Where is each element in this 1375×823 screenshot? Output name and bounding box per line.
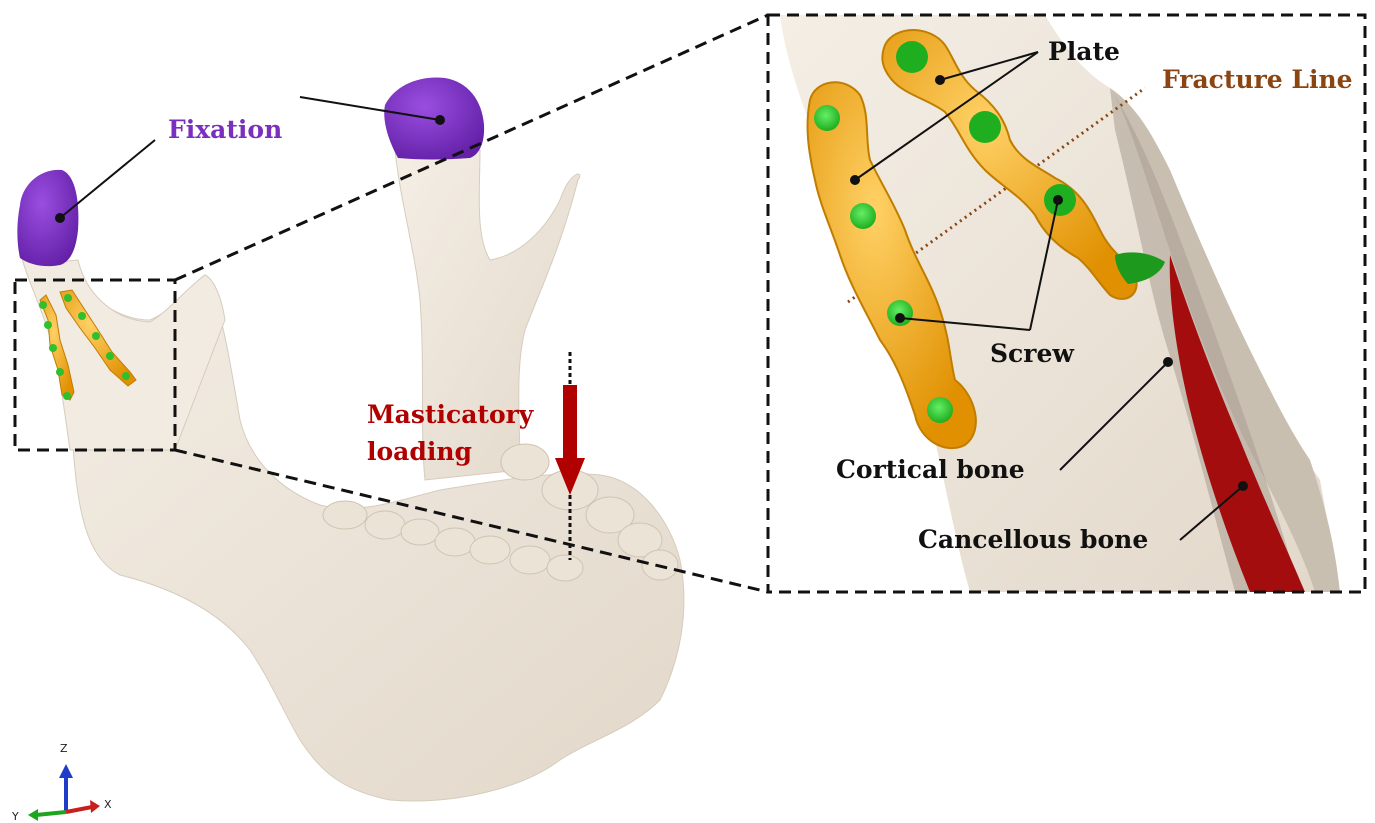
tooth (501, 444, 549, 480)
tooth (323, 501, 367, 529)
screw (64, 294, 72, 302)
screw (39, 301, 47, 309)
screw (49, 344, 57, 352)
fixation-condyle-left (17, 170, 78, 266)
label-screw: Screw (990, 339, 1075, 368)
tooth (435, 528, 475, 556)
screw (78, 312, 86, 320)
label-loading: loading (367, 437, 472, 466)
label-plate: Plate (1048, 37, 1120, 66)
axis-y-label: Y (11, 810, 19, 823)
axis-x-label: X (104, 798, 112, 811)
label-cortical-bone: Cortical bone (836, 455, 1025, 484)
screw (814, 105, 840, 131)
tooth (470, 536, 510, 564)
screw (896, 41, 928, 73)
screw (56, 368, 64, 376)
label-cancellous-bone: Cancellous bone (918, 525, 1148, 554)
screw (44, 321, 52, 329)
zoom-panel (768, 15, 1365, 592)
screw (106, 352, 114, 360)
tooth (365, 511, 405, 539)
mandible-back-ramus (395, 150, 580, 480)
screw (92, 332, 100, 340)
screw (969, 111, 1001, 143)
tooth (401, 519, 439, 545)
mandible-model (17, 77, 684, 800)
screw (122, 372, 130, 380)
tooth (547, 555, 583, 581)
screw (850, 203, 876, 229)
label-fixation: Fixation (168, 115, 282, 144)
axis-z-label: Z (60, 742, 68, 755)
axis-triad: Z Y X (11, 742, 112, 823)
label-masticatory: Masticatory (367, 400, 535, 429)
screw (927, 397, 953, 423)
screw (63, 392, 71, 400)
tooth (510, 546, 550, 574)
label-fracture-line: Fracture Line (1162, 65, 1353, 94)
